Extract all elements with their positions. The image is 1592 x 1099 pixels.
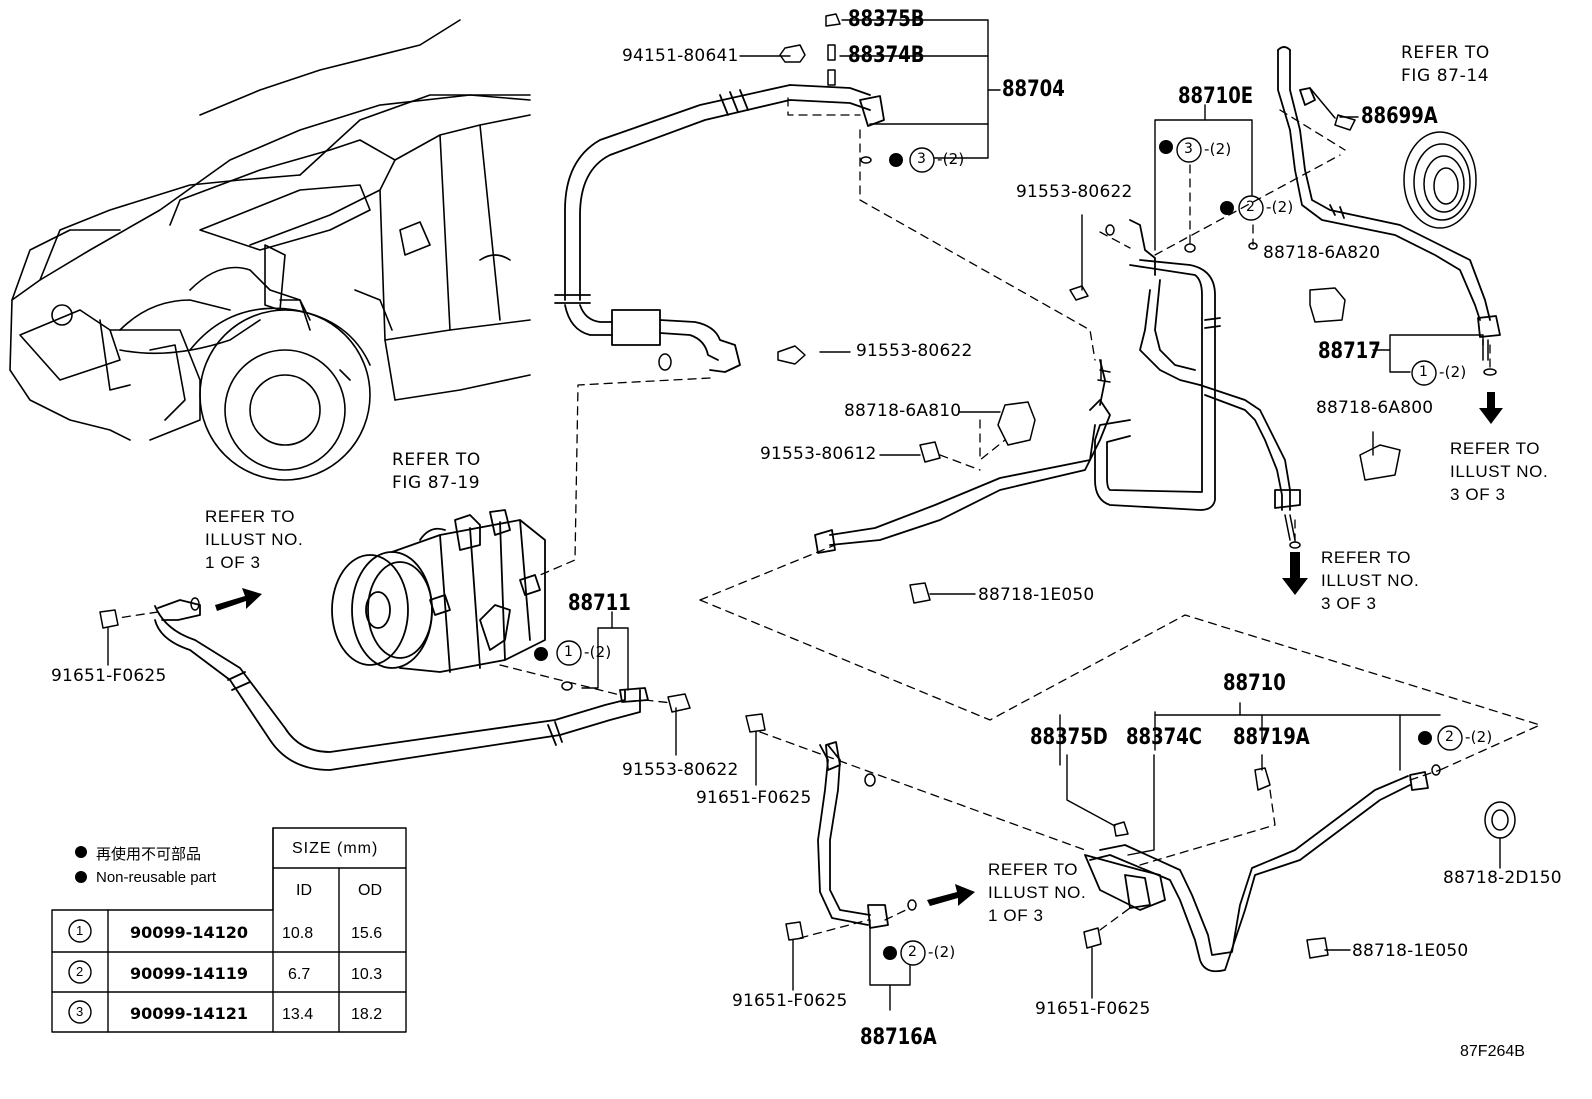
part-88717-label[interactable]: 88717 — [1318, 339, 1381, 364]
circle-mark-1-c: 1 — [1419, 364, 1429, 380]
part-91651-F0625-label[interactable]: 91651-F0625 — [732, 991, 848, 1011]
leader-lines — [107, 19, 1501, 1011]
part-88718-6A820-label[interactable]: 88718-6A820 — [1263, 243, 1381, 263]
part-88704-label[interactable]: 88704 — [1002, 77, 1065, 102]
hose-88711 — [154, 599, 649, 771]
part-91553-80622-label[interactable]: 91553-80622 — [1016, 182, 1133, 202]
refer-fig-87-19[interactable]: REFER TO FIG 87-19 — [392, 450, 481, 493]
refer-illust-1-of-3[interactable]: REFER TO ILLUST NO. 1 OF 3 — [205, 507, 304, 572]
refer-illust-3-of-3[interactable]: REFER TO ILLUST NO. 3 OF 3 — [1450, 439, 1549, 504]
compressor — [331, 509, 546, 673]
quantity-label: -(2) — [1439, 363, 1467, 381]
part-88718-1E050-label[interactable]: 88718-1E050 — [978, 585, 1095, 605]
circle-mark-3-a: 3 — [917, 151, 927, 167]
legend-japanese: 再使用不可部品 — [96, 845, 202, 863]
figure-code: 87F264B — [1460, 1043, 1525, 1060]
table-row-od: 15.6 — [351, 925, 383, 942]
vehicle-illustration — [9, 19, 531, 481]
quantity-label: -(2) — [1204, 140, 1232, 158]
pipe-88717 — [1277, 46, 1501, 338]
part-88711-label[interactable]: 88711 — [568, 591, 631, 616]
size-table-grid — [51, 827, 407, 1033]
size-table-header: SIZE (mm) — [292, 840, 379, 857]
table-row-part: 90099-14119 — [130, 964, 248, 983]
quantity-label: -(2) — [1266, 198, 1294, 216]
part-91553-80622-label[interactable]: 91553-80622 — [622, 760, 739, 780]
circle-marks — [556, 137, 1463, 966]
size-table-col-od: OD — [358, 882, 382, 899]
part-88718-2D150-label[interactable]: 88718-2D150 — [1443, 868, 1562, 888]
part-88719A-label[interactable]: 88719A — [1233, 725, 1310, 750]
part-88716A-label[interactable]: 88716A — [860, 1025, 937, 1050]
pipe-88710E — [814, 219, 1301, 554]
non-reusable-bullets — [75, 140, 1432, 960]
quantity-label: -(2) — [937, 150, 965, 168]
arrows[interactable] — [215, 392, 1503, 906]
part-88699A-label[interactable]: 88699A — [1361, 104, 1438, 129]
part-88710E-label[interactable]: 88710E — [1178, 84, 1254, 109]
table-row-id: 13.4 — [282, 1006, 314, 1023]
table-row-mark: 3 — [76, 1004, 84, 1019]
part-91651-F0625-label[interactable]: 91651-F0625 — [1035, 999, 1151, 1019]
part-88718-6A800-label[interactable]: 88718-6A800 — [1316, 398, 1434, 418]
table-row-od: 18.2 — [351, 1006, 383, 1023]
part-88374B-label[interactable]: 88374B — [848, 43, 925, 68]
pipe-88716A — [817, 741, 889, 929]
table-row-id: 6.7 — [288, 966, 311, 983]
table-row-mark: 1 — [76, 923, 84, 938]
quantity-label: -(2) — [1465, 728, 1493, 746]
refer-illust-1-of-3[interactable]: REFER TO ILLUST NO. 1 OF 3 — [988, 860, 1087, 925]
circle-mark-2-b: 2 — [1246, 199, 1256, 215]
circle-mark-2-d: 2 — [1445, 729, 1455, 745]
part-91553-80612-label[interactable]: 91553-80612 — [760, 444, 877, 464]
circle-mark-1-a: 1 — [564, 644, 574, 660]
table-row-part: 90099-14121 — [130, 1004, 248, 1023]
part-88374C-label[interactable]: 88374C — [1126, 725, 1203, 750]
table-row-part: 90099-14120 — [130, 923, 248, 942]
part-88718-6A810-label[interactable]: 88718-6A810 — [844, 401, 962, 421]
circle-mark-3-b: 3 — [1184, 141, 1194, 157]
table-row-mark: 2 — [76, 964, 84, 979]
quantity-label: -(2) — [928, 943, 956, 961]
part-88375B-label[interactable]: 88375B — [848, 7, 925, 32]
part-88710-label[interactable]: 88710 — [1223, 671, 1286, 696]
hose-88704 — [554, 84, 885, 373]
part-91553-80622-label[interactable]: 91553-80622 — [856, 341, 973, 361]
part-94151-80641-label[interactable]: 94151-80641 — [622, 46, 739, 66]
size-table-col-id: ID — [296, 882, 312, 899]
circle-mark-2-e: 2 — [908, 944, 918, 960]
pipe-88710 — [1084, 771, 1429, 973]
dashed-lines — [117, 97, 1541, 939]
quantity-label: -(2) — [584, 643, 612, 661]
table-row-od: 10.3 — [351, 966, 383, 983]
part-91651-F0625-label[interactable]: 91651-F0625 — [696, 788, 812, 808]
part-88718-1E050-label[interactable]: 88718-1E050 — [1352, 941, 1469, 961]
refer-illust-3-of-3[interactable]: REFER TO ILLUST NO. 3 OF 3 — [1321, 548, 1420, 613]
legend-non-reusable: Non-reusable part — [96, 869, 217, 886]
table-row-id: 10.8 — [282, 925, 314, 942]
part-91651-F0625-label[interactable]: 91651-F0625 — [51, 666, 167, 686]
refer-fig-87-14[interactable]: REFER TO FIG 87-14 — [1401, 43, 1490, 86]
part-88375D-label[interactable]: 88375D — [1030, 725, 1108, 750]
